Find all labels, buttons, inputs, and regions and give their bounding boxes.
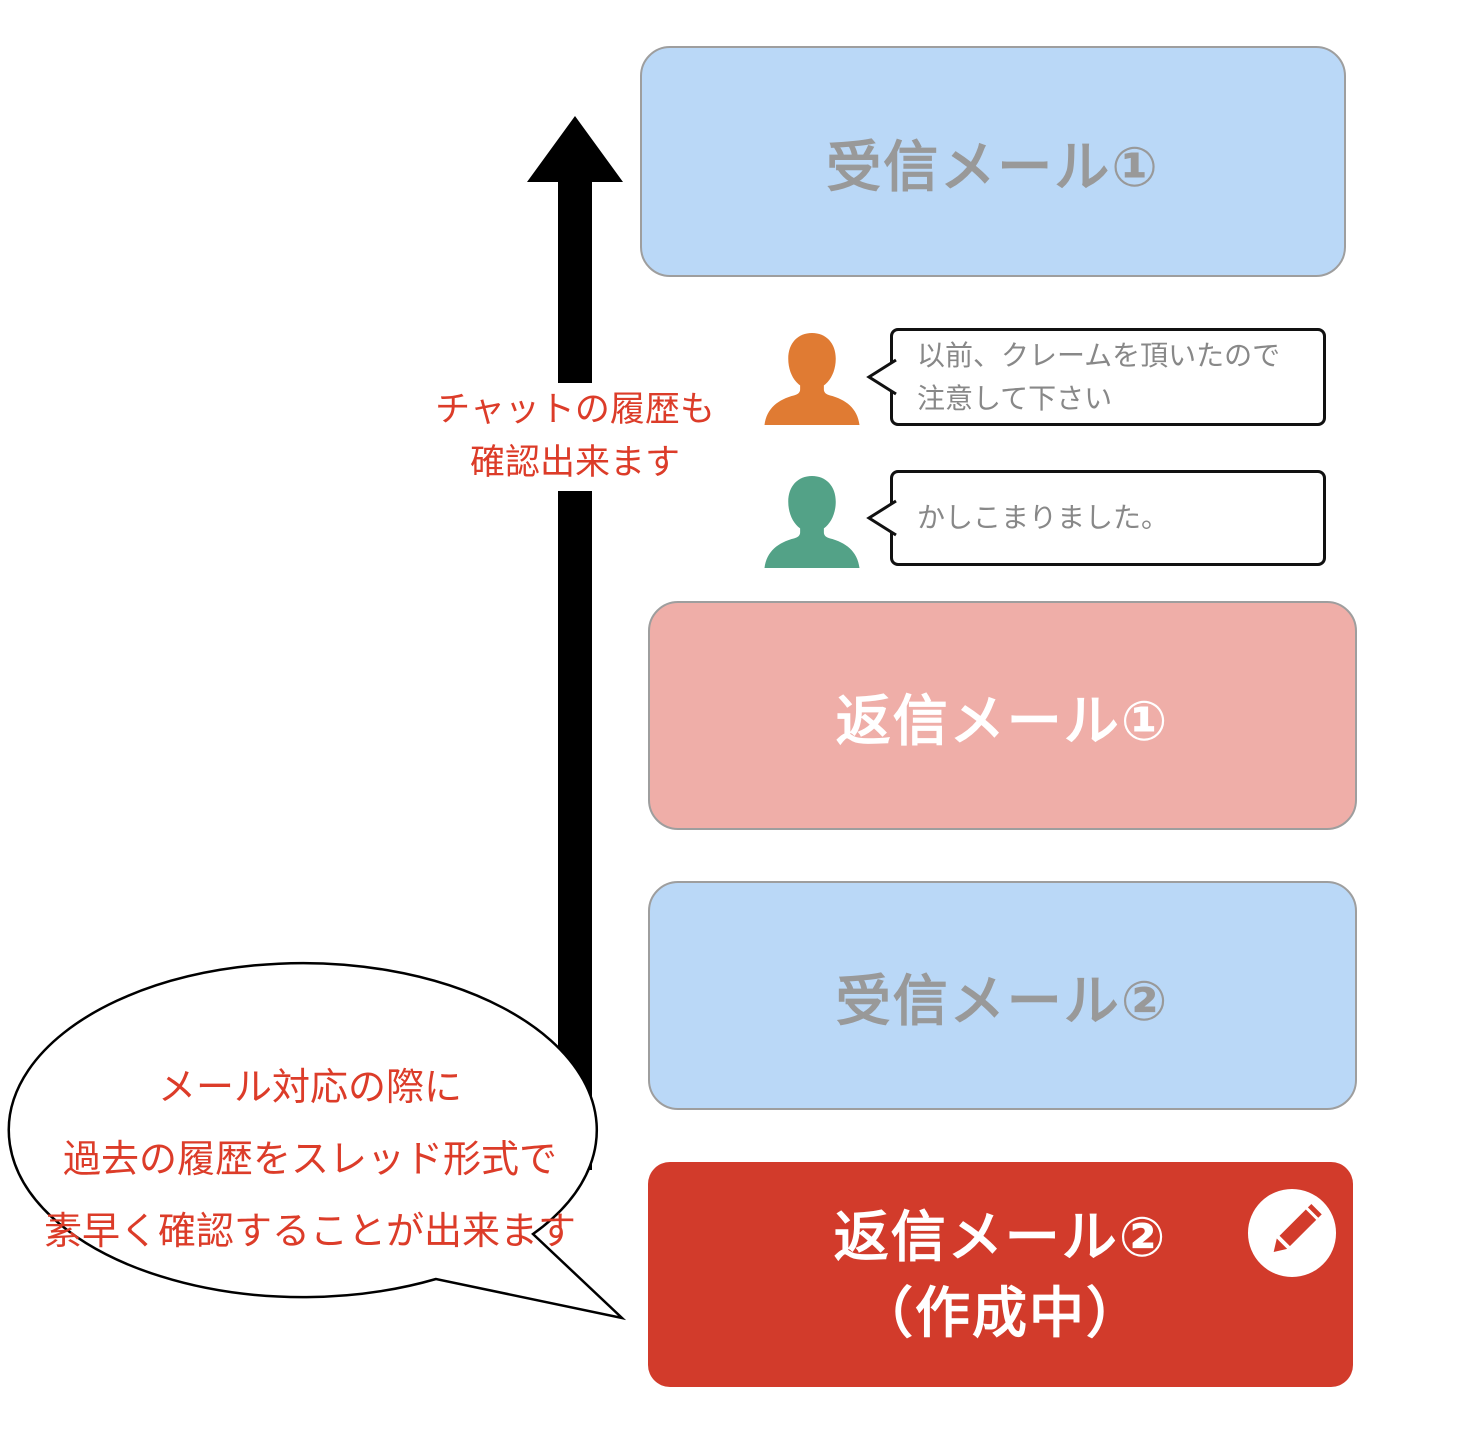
thread-benefit-line3: 素早く確認することが出来ます — [43, 1211, 576, 1253]
mail-box-received-1: 受信メール① — [640, 46, 1346, 277]
chat-message-line1: かしこまりました。 — [917, 502, 1170, 533]
mail-box-label: 受信メール② — [835, 969, 1170, 1032]
mail-box-reply-2-in-progress: 返信メール② （作成中） — [648, 1162, 1353, 1387]
mail-box-label: 受信メール① — [826, 135, 1160, 198]
mail-box-received-2: 受信メール② — [648, 881, 1357, 1110]
thread-benefit-line2: 過去の履歴をスレッド形式で — [62, 1139, 557, 1181]
chat-history-note-line1: チャットの履歴も — [435, 390, 715, 429]
speech-balloon — [7, 961, 627, 1321]
chat-bubble: 以前、クレームを頂いたので 注意して下さい — [866, 328, 1326, 426]
bubble-tail-icon — [866, 499, 897, 537]
thread-benefit-note: メール対応の際に 過去の履歴をスレッド形式で 素早く確認することが出来ます — [30, 1052, 590, 1268]
edit-pencil-icon — [1247, 1188, 1337, 1278]
mail-box-reply-1: 返信メール① — [648, 601, 1357, 830]
chat-message-line1: 以前、クレームを頂いたので — [917, 340, 1281, 371]
person-icon — [764, 475, 860, 568]
mail-box-label: 返信メール① — [835, 689, 1170, 752]
chat-history-note: チャットの履歴も 確認出来ます — [402, 383, 748, 491]
mail-box-label: 返信メール② — [833, 1205, 1168, 1268]
mail-box-sublabel: （作成中） — [857, 1281, 1143, 1344]
chat-message-line2: 注意して下さい — [917, 383, 1113, 414]
chat-history-note-line2: 確認出来ます — [469, 443, 680, 482]
thread-benefit-line1: メール対応の際に — [157, 1067, 462, 1109]
chat-bubble: かしこまりました。 — [866, 470, 1326, 566]
person-icon — [764, 332, 860, 425]
bubble-tail-icon — [866, 358, 897, 396]
